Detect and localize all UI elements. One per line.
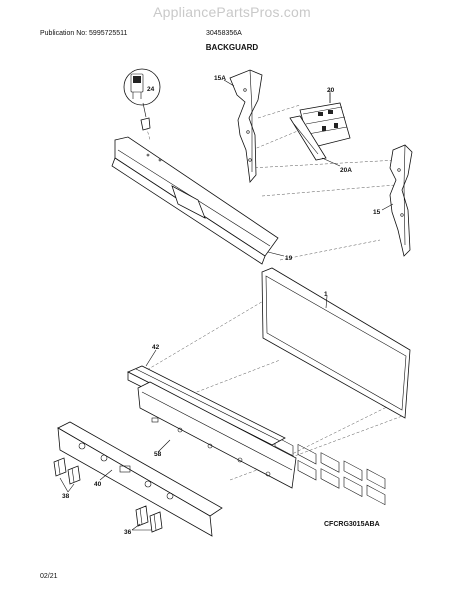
part-15-end-bracket-right[interactable] (389, 144, 413, 257)
callout-24: 24 (147, 86, 155, 93)
callout-19: 19 (285, 255, 293, 262)
assembly-guide-lines (129, 104, 406, 481)
callout-42: 42 (152, 344, 160, 351)
callout-40: 40 (94, 481, 102, 488)
part-15a-end-bracket-left[interactable] (229, 69, 263, 183)
watermark: AppliancePartsPros.com (153, 4, 311, 20)
part-20a-overlay[interactable] (289, 115, 327, 161)
drawing-code: CFCRG3015ABA (324, 521, 380, 528)
leader-lines (59, 79, 394, 531)
callout-labels: 24 15A 20 20A 15 19 1 42 58 40 38 36 (62, 75, 381, 536)
callout-20: 20 (327, 87, 335, 94)
callout-1: 1 (324, 291, 328, 298)
revision-date: 02/21 (40, 573, 58, 580)
part-38-knobs[interactable] (53, 457, 81, 485)
part-24-switch[interactable] (123, 68, 161, 131)
callout-36: 36 (124, 529, 132, 536)
part-40-control-panel[interactable] (57, 421, 223, 537)
callout-15: 15 (373, 209, 381, 216)
callout-20a: 20A (340, 167, 352, 174)
part-36-knobs[interactable] (135, 505, 163, 533)
callout-58: 58 (154, 451, 162, 458)
document-number: 30458356A (206, 30, 242, 37)
part-58-rail-panel[interactable] (137, 381, 297, 489)
callout-38: 38 (62, 493, 70, 500)
callout-15a: 15A (214, 75, 226, 82)
page-title: BACKGUARD (205, 43, 259, 52)
publication-number: Publication No: 5995725511 (40, 30, 128, 37)
part-19-backguard-panel[interactable] (111, 136, 279, 265)
